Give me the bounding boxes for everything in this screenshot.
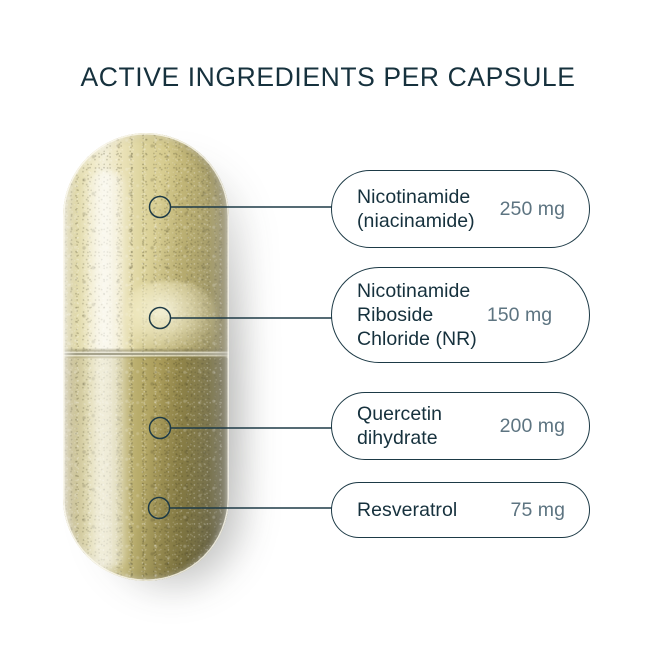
- page-title: ACTIVE INGREDIENTS PER CAPSULE: [80, 62, 576, 92]
- ingredient-dose: 150 mg: [486, 304, 553, 326]
- capsule-body: [63, 133, 229, 581]
- ingredient-name: Resveratrol: [357, 499, 458, 521]
- ingredient-callout-1: Nicotinamide (niacinamide) 250 mg: [331, 170, 590, 248]
- ingredient-name: Nicotinamide (niacinamide): [357, 186, 475, 232]
- capsule-figure: [60, 128, 245, 590]
- ingredient-dose: 75 mg: [510, 499, 565, 521]
- ingredient-dose: 250 mg: [499, 198, 565, 220]
- ingredient-callout-3: Quercetin dihydrate 200 mg: [331, 392, 590, 460]
- ingredient-name: Nicotinamide Riboside Chloride (NR): [357, 280, 477, 350]
- powder-highlight-stripe: [84, 171, 129, 569]
- ingredient-callout-4: Resveratrol 75 mg: [331, 482, 590, 538]
- ingredient-callout-2: Nicotinamide Riboside Chloride (NR) 150 …: [331, 267, 590, 363]
- ingredient-dose: 200 mg: [499, 415, 565, 437]
- ingredient-name: Quercetin dihydrate: [357, 403, 442, 449]
- powder-clump-cluster: [125, 281, 217, 355]
